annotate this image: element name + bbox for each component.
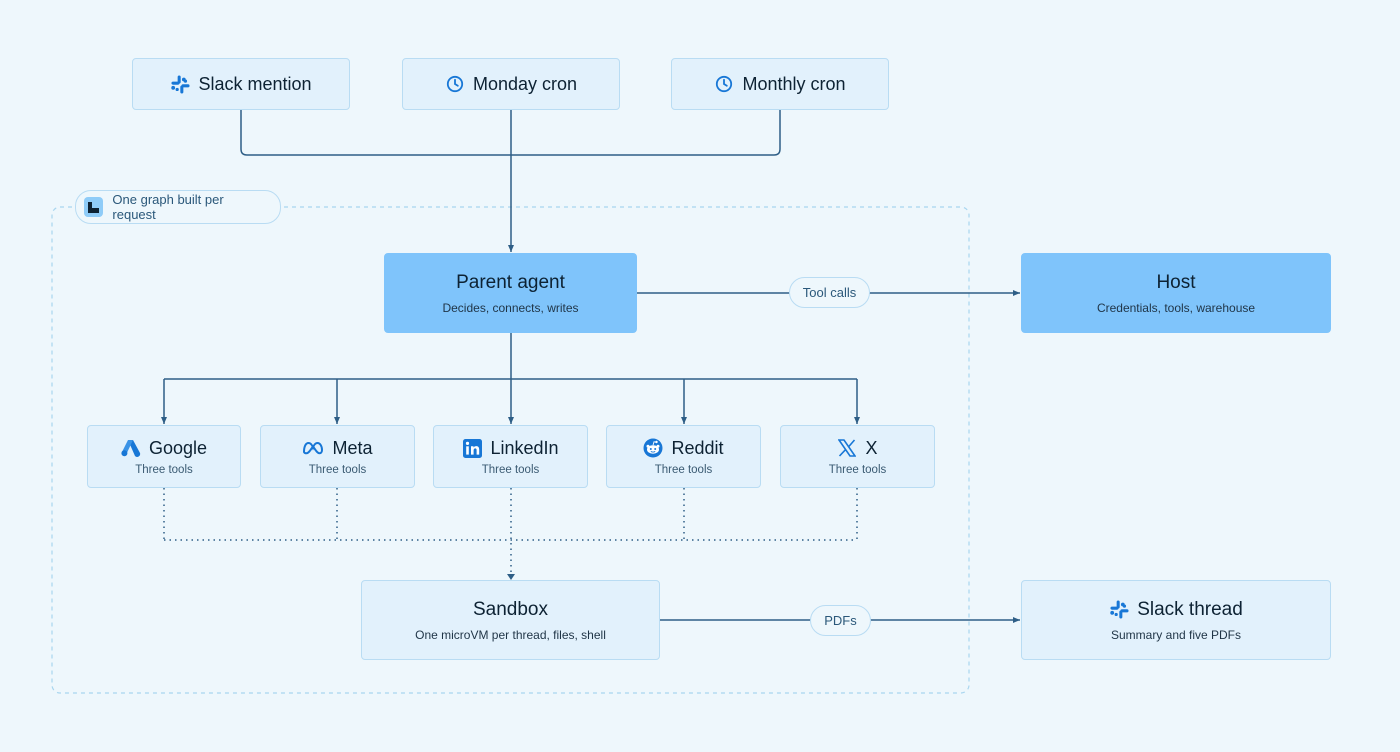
- platform-subtitle: Three tools: [654, 463, 713, 476]
- platform-subtitle: Three tools: [828, 463, 887, 476]
- slack-icon: [1109, 600, 1129, 620]
- trigger-label: Slack mention: [198, 73, 312, 94]
- platform-subtitle: Three tools: [308, 463, 367, 476]
- platform-google: Google Three tools: [87, 425, 241, 488]
- trigger-monthly-cron: Monthly cron: [671, 58, 889, 110]
- sandbox-title: Sandbox: [472, 598, 548, 620]
- platform-title: LinkedIn: [490, 437, 559, 458]
- platform-linkedin: LinkedIn Three tools: [433, 425, 588, 488]
- platform-title: Reddit: [671, 437, 724, 458]
- parent-agent-subtitle: Decides, connects, writes: [442, 300, 579, 315]
- host-title: Host: [1156, 271, 1196, 293]
- slack-thread-node: Slack thread Summary and five PDFs: [1021, 580, 1331, 660]
- host-node: Host Credentials, tools, warehouse: [1021, 253, 1331, 333]
- platform-reddit: Reddit Three tools: [606, 425, 761, 488]
- graph-icon: [84, 197, 104, 217]
- linkedin-icon: [462, 438, 482, 458]
- sandbox-node: Sandbox One microVM per thread, files, s…: [361, 580, 660, 660]
- platform-subtitle: Three tools: [135, 463, 193, 476]
- trigger-monday-cron: Monday cron: [402, 58, 620, 110]
- platform-x: X Three tools: [780, 425, 935, 488]
- clock-icon: [445, 74, 465, 94]
- host-subtitle: Credentials, tools, warehouse: [1096, 300, 1256, 315]
- platform-meta: Meta Three tools: [260, 425, 415, 488]
- platform-title: Google: [148, 437, 208, 458]
- meta-icon: [302, 438, 324, 458]
- group-label-pill: One graph built per request: [75, 190, 281, 224]
- trigger-slack-mention: Slack mention: [132, 58, 350, 110]
- group-label: One graph built per request: [112, 192, 224, 222]
- slack-thread-title: Slack thread: [1137, 598, 1243, 620]
- clock-icon: [714, 74, 734, 94]
- trigger-label: Monday cron: [472, 73, 578, 94]
- platform-subtitle: Three tools: [481, 463, 540, 476]
- pdfs-label: PDFs: [824, 613, 857, 628]
- platform-title: Meta: [332, 437, 373, 458]
- google-ads-icon: [121, 438, 141, 458]
- trigger-label: Monthly cron: [742, 73, 846, 94]
- x-icon: [837, 438, 857, 458]
- parent-agent-title: Parent agent: [456, 271, 565, 293]
- reddit-icon: [643, 438, 663, 458]
- parent-agent-node: Parent agent Decides, connects, writes: [384, 253, 637, 333]
- pdfs-pill: PDFs: [810, 605, 871, 636]
- tool-calls-label: Tool calls: [802, 285, 857, 300]
- slack-thread-subtitle: Summary and five PDFs: [1110, 627, 1242, 642]
- platform-title: X: [865, 437, 878, 458]
- tool-calls-pill: Tool calls: [789, 277, 870, 308]
- slack-icon: [170, 74, 190, 94]
- sandbox-subtitle: One microVM per thread, files, shell: [415, 627, 606, 642]
